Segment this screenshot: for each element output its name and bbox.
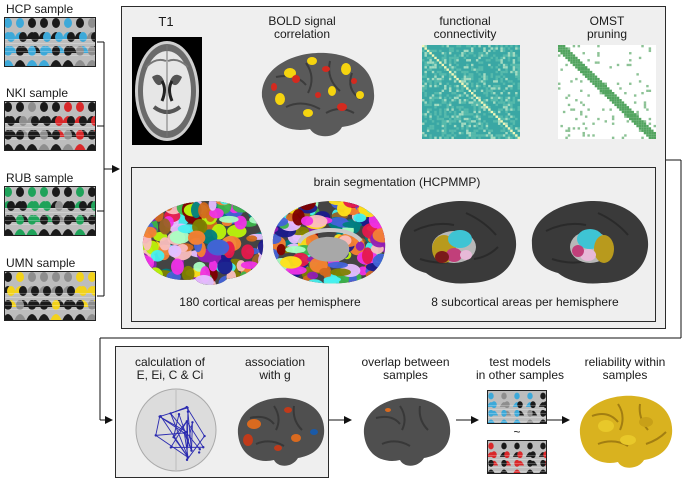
omst-label-line2: pruning xyxy=(586,27,628,41)
fc-label-line2: connectivity xyxy=(433,27,497,41)
sample-label-nki: NKI sample xyxy=(6,86,69,100)
test-label-line1: test models xyxy=(489,355,551,369)
connectivity-matrix xyxy=(422,45,520,139)
overlap-label-line1: overlap between xyxy=(361,355,450,369)
parcellation-brain-medial xyxy=(269,197,389,287)
association-brain xyxy=(234,394,328,468)
bold-label-line1: BOLD signal xyxy=(268,14,336,28)
test-sample-tile-hcp xyxy=(487,390,547,424)
sample-tile-hcp xyxy=(4,17,96,67)
sample-tile-umn xyxy=(4,271,96,321)
reliability-brain xyxy=(576,392,676,470)
assoc-label-line2: with g xyxy=(259,368,291,382)
graph-network-brain xyxy=(128,388,224,472)
test-label-line2: in other samples xyxy=(475,368,565,382)
subcortical-brain-right xyxy=(528,197,652,287)
segmentation-title: brain segmentation (HCPMMP) xyxy=(313,175,481,189)
t1-axial-slice xyxy=(132,37,202,145)
sample-label-hcp: HCP sample xyxy=(6,2,74,16)
sample-label-umn: UMN sample xyxy=(6,256,76,270)
sample-label-rub: RUB sample xyxy=(6,171,74,185)
reliability-label-line2: samples xyxy=(602,368,648,382)
calc-label-line2: E, Ei, C & Ci xyxy=(136,368,204,382)
subcortical-areas-label: 8 subcortical areas per hemisphere xyxy=(431,295,619,309)
omst-pruned-matrix xyxy=(558,45,656,139)
sample-tile-nki xyxy=(4,101,96,151)
test-sample-separator: ~ xyxy=(513,425,521,439)
cortical-areas-label: 180 cortical areas per hemisphere xyxy=(179,295,361,309)
calc-label-line1: calculation of xyxy=(134,355,206,369)
overlap-label-line2: samples xyxy=(383,368,428,382)
parcellation-brain-lateral xyxy=(139,197,267,287)
assoc-label-line1: association xyxy=(244,355,306,369)
overlap-brain xyxy=(360,394,454,468)
subcortical-brain-left xyxy=(396,197,520,287)
t1-label: T1 xyxy=(158,14,174,29)
bold-activation-brain xyxy=(256,47,378,141)
omst-label-line1: OMST xyxy=(589,14,625,28)
fc-label-line1: functional xyxy=(439,14,491,28)
bold-label-line2: correlation xyxy=(273,27,331,41)
reliability-label-line1: reliability within xyxy=(584,355,666,369)
sample-tile-rub xyxy=(4,186,96,236)
test-sample-tile-nki xyxy=(487,440,547,474)
